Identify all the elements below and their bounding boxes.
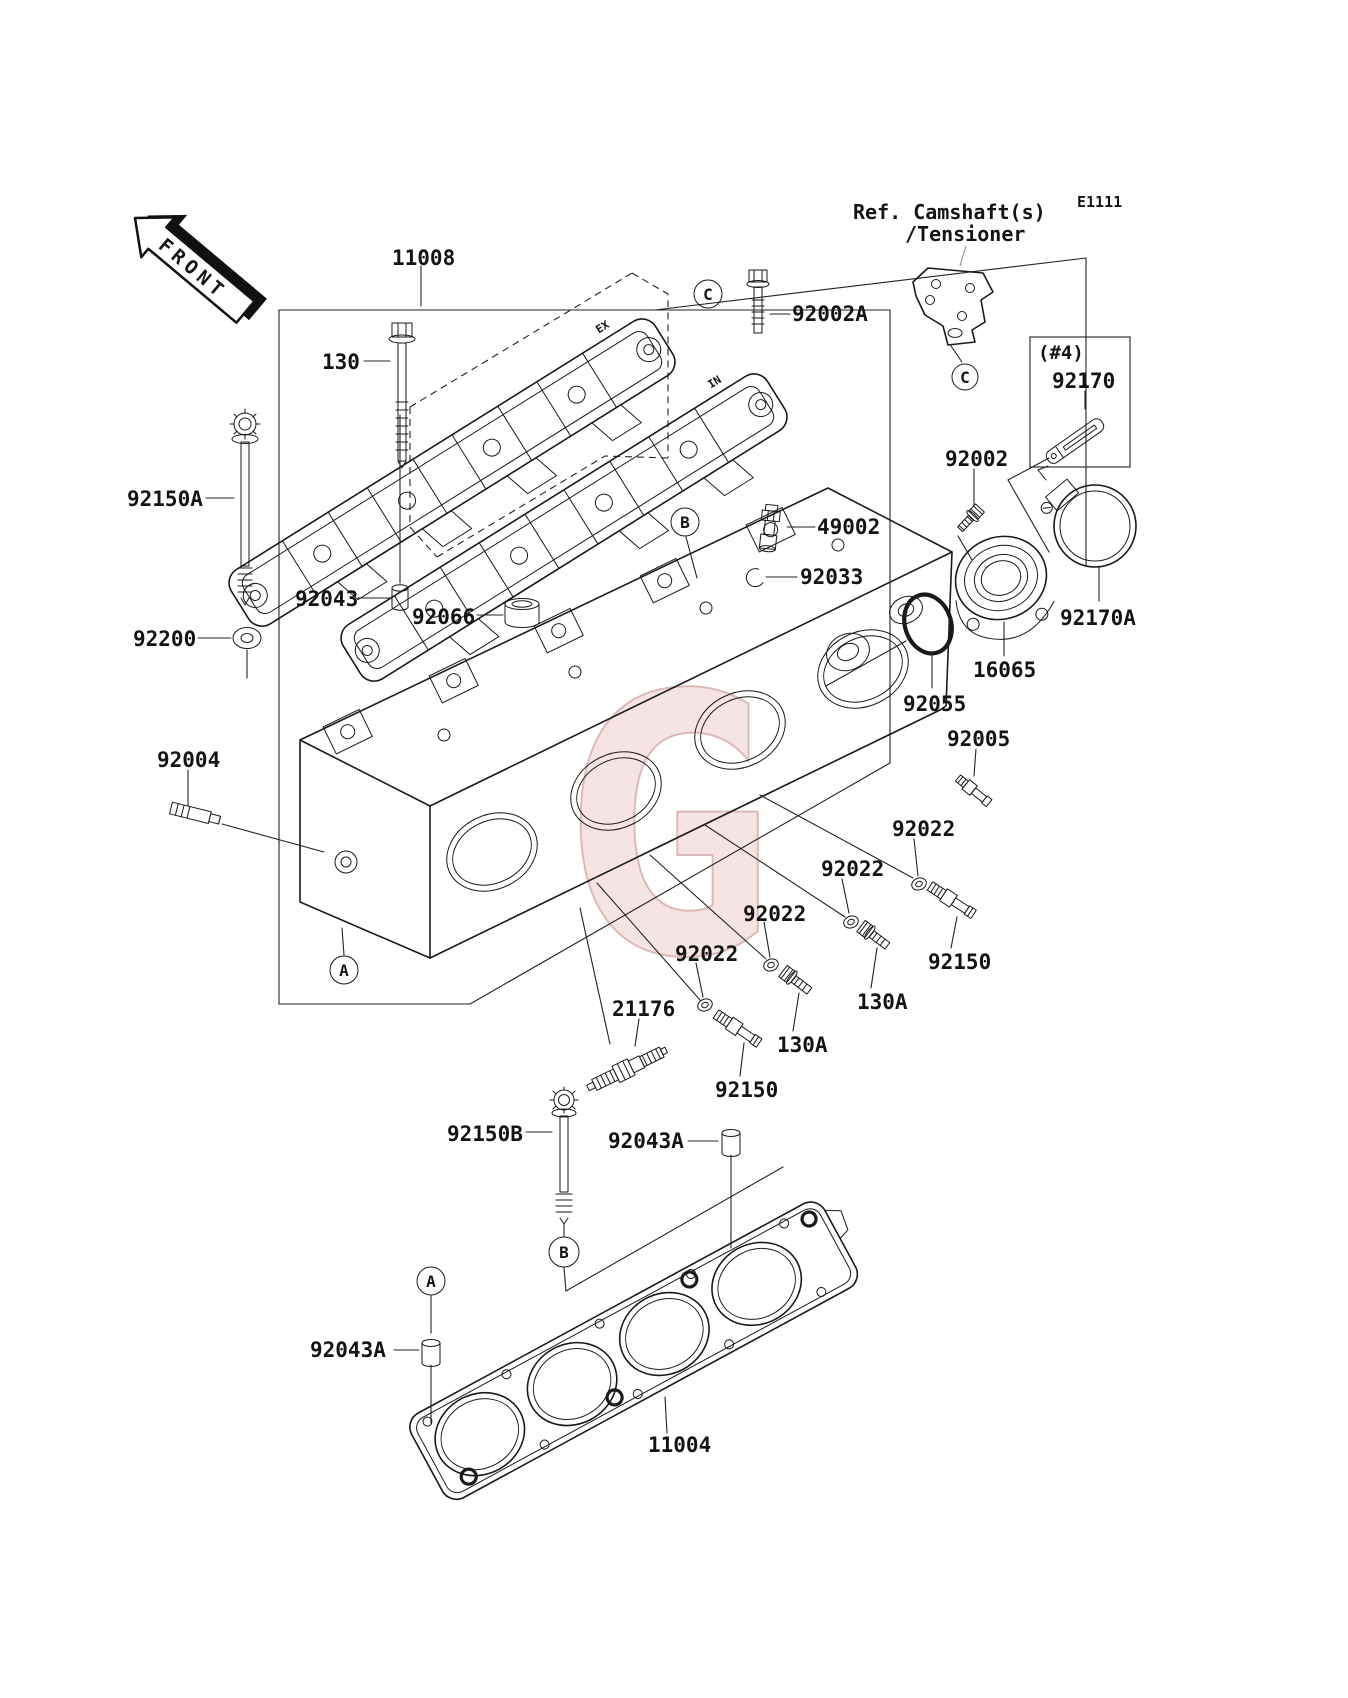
- bolt-drawing-92150b: [549, 1086, 579, 1225]
- part-label-92170a: 92170A: [1060, 606, 1136, 630]
- part-label-92150-right: 92150: [928, 950, 991, 974]
- oring-drawing-92055: [902, 592, 954, 656]
- gasket-bores: [434, 1241, 803, 1477]
- ref-note-pointer: [959, 245, 967, 267]
- carb-holder-drawing-16065: [954, 535, 1055, 640]
- part-label-92005: 92005: [947, 727, 1010, 751]
- callout-circle-b-upper: B: [670, 507, 700, 537]
- front-arrow: FRONT: [133, 214, 267, 324]
- gasket-small-holes: [422, 1218, 827, 1450]
- stud-drawing-92150-right: [926, 881, 977, 920]
- head-journal-towers: [322, 506, 796, 755]
- ref-note-line2: /Tensioner: [905, 222, 1025, 246]
- plug-drawing-92066: [504, 598, 540, 628]
- svg-text:A: A: [339, 961, 349, 980]
- washer-drawing-92022-2: [843, 915, 859, 929]
- part-label-92004: 92004: [157, 748, 220, 772]
- washer-drawing-92200: [232, 627, 262, 649]
- part-label-21176: 21176: [612, 997, 675, 1021]
- circlip-drawing-92033: [745, 568, 764, 588]
- part-label-92066: 92066: [412, 605, 475, 629]
- valve-drawing-49002: [758, 503, 781, 553]
- dowel-drawing-92043: [391, 584, 409, 611]
- part-label-11004: 11004: [648, 1433, 711, 1457]
- part-label-92170: 92170: [1052, 369, 1115, 393]
- washer-drawing-92022-3: [763, 958, 779, 972]
- part-label-92200: 92200: [133, 627, 196, 651]
- part-label-92022-2: 92022: [821, 857, 884, 881]
- bolt-drawing-92150a: [229, 408, 261, 606]
- bolt-drawing-130: [388, 322, 416, 469]
- part-label-130: 130: [322, 350, 360, 374]
- callout-circle-c-top: C: [693, 279, 723, 309]
- stud-drawing-92150-bottom: [712, 1009, 763, 1048]
- ref-note-line1: Ref. Camshaft(s): [853, 200, 1046, 224]
- dowel-drawing-92043a-upper: [721, 1129, 741, 1157]
- spark-plug-drawing-21176: [586, 1046, 669, 1092]
- part-label-16065: 16065: [973, 658, 1036, 682]
- dowel-drawing-92043a-lower: [421, 1339, 441, 1367]
- bolt-drawing-92002: [957, 503, 985, 533]
- head-intake-ports: [826, 595, 923, 672]
- part-label-130a-right: 130A: [857, 990, 908, 1014]
- part-label-92022-3: 92022: [743, 902, 806, 926]
- bolt-drawing-92002a: [746, 269, 770, 334]
- part-label-92033: 92033: [800, 565, 863, 589]
- part-label-92002a: 92002A: [792, 302, 868, 326]
- quantity-note: (#4): [1038, 342, 1084, 364]
- washer-drawing-92022-4: [697, 998, 713, 1012]
- callout-circle-a-upper: A: [329, 955, 359, 985]
- watermark-g: G: [560, 621, 776, 1037]
- part-label-92002: 92002: [945, 447, 1008, 471]
- head-gasket-drawing: [409, 1201, 859, 1501]
- part-label-92150-bottom: 92150: [715, 1078, 778, 1102]
- gasket-dowel-rings: [459, 1210, 818, 1486]
- svg-text:C: C: [960, 368, 970, 387]
- part-label-92022-4: 92022: [675, 942, 738, 966]
- boundary-box: [278, 257, 1087, 1005]
- part-label-92022-1: 92022: [892, 817, 955, 841]
- callout-circle-c-right: C: [951, 363, 979, 391]
- rail-mark-in: IN: [705, 373, 723, 391]
- part-label-92150a: 92150A: [127, 487, 203, 511]
- pin-drawing-92170: [1045, 418, 1105, 464]
- group-box-92170: [1029, 336, 1131, 468]
- head-deck-holes: [334, 538, 845, 874]
- part-label-49002: 49002: [817, 515, 880, 539]
- washer-drawing-92022-1: [911, 877, 927, 891]
- bolt-drawing-130a-left: [778, 964, 813, 995]
- part-label-11008: 11008: [392, 246, 455, 270]
- part-label-92043a-lower: 92043A: [310, 1338, 386, 1362]
- callout-circle-b-lower: B: [548, 1236, 580, 1268]
- part-label-130a-left: 130A: [777, 1033, 828, 1057]
- svg-text:B: B: [680, 513, 690, 532]
- head-chamber-circles: [446, 629, 909, 892]
- stud-drawing-92004: [169, 801, 221, 825]
- bracket-drawing: [912, 267, 994, 346]
- part-label-92150b: 92150B: [447, 1122, 523, 1146]
- part-label-92055: 92055: [903, 692, 966, 716]
- part-label-92043: 92043: [295, 587, 358, 611]
- camshaft-holder-rail-intake: IN: [340, 373, 788, 682]
- callout-circle-a-lower: A: [416, 1266, 446, 1296]
- cylinder-head-drawing: [299, 487, 953, 959]
- stud-drawing-92005: [954, 774, 993, 808]
- part-label-92043a-upper: 92043A: [608, 1129, 684, 1153]
- diagram-code: E1111: [1077, 193, 1122, 211]
- camshaft-holder-rail-exhaust: EX: [228, 318, 676, 627]
- rail-mark-ex: EX: [593, 318, 611, 336]
- svg-text:C: C: [703, 285, 713, 304]
- hidden-box-camshaft-holders: [409, 272, 669, 558]
- svg-text:A: A: [426, 1272, 436, 1291]
- leader-lines: [187, 265, 1100, 1434]
- svg-text:B: B: [559, 1243, 569, 1262]
- bolt-drawing-130a-right: [856, 919, 891, 950]
- clamp-drawing-92170a: [1037, 465, 1137, 568]
